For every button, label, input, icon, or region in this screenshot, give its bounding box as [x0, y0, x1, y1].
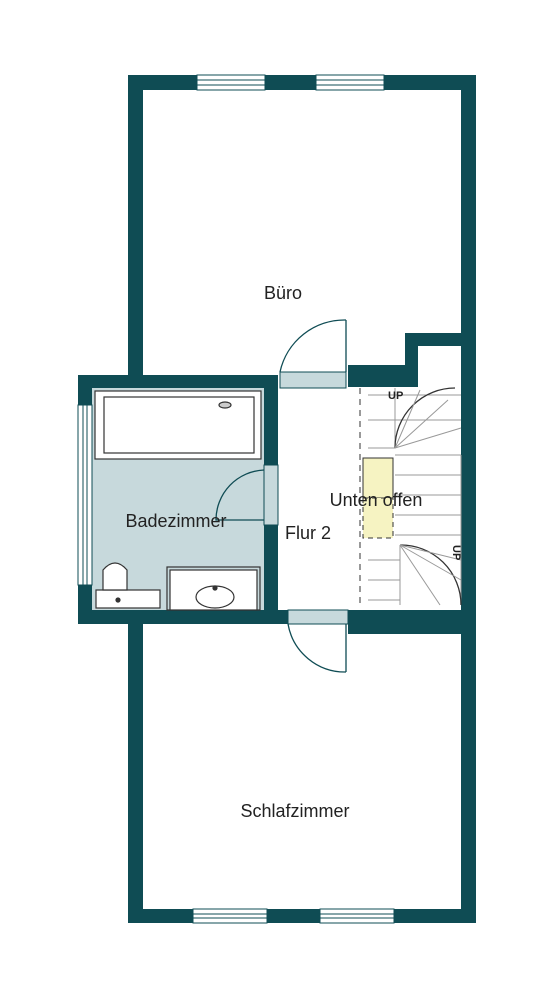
room-label-unten-offen: Unten offen	[330, 490, 423, 510]
toilet	[95, 562, 161, 609]
stair-markers	[362, 457, 394, 539]
door-leaf-buero	[279, 371, 347, 389]
door-leaf-schlafzimmer	[287, 609, 349, 625]
room-label-schlafzimmer: Schlafzimmer	[240, 801, 349, 821]
stair-up-label-side: UP	[450, 545, 462, 560]
room-label-buero: Büro	[264, 283, 302, 303]
windows	[77, 74, 395, 924]
door-leaf-bath	[263, 464, 279, 526]
door-swings	[215, 319, 347, 673]
room-label-flur: Flur 2	[285, 523, 331, 543]
stair-up-label-top: UP	[388, 390, 403, 402]
staircase	[359, 387, 462, 606]
room-label-badezimmer: Badezimmer	[125, 511, 226, 531]
bathtub	[94, 390, 262, 460]
washbasin	[166, 566, 261, 611]
